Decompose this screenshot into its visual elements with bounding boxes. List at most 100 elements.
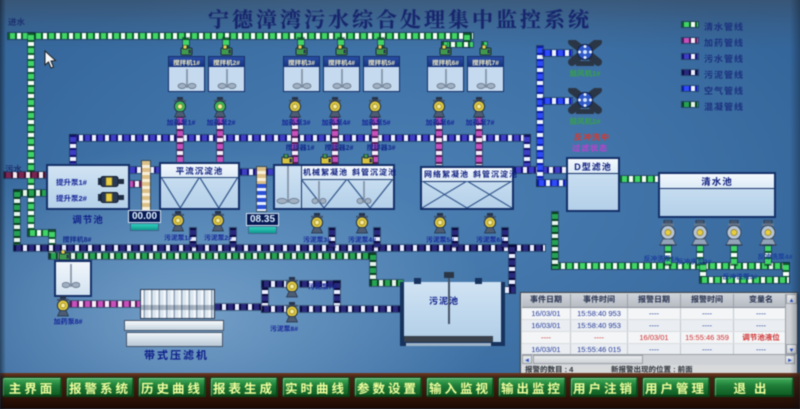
pipe-air bbox=[537, 46, 543, 186]
mixer-box[interactable]: 搅拌机2# bbox=[208, 56, 245, 92]
tank-title: 网络絮凝池斜管沉淀池 bbox=[422, 168, 517, 182]
toolbar-button-7[interactable]: 输入监视 bbox=[426, 377, 494, 397]
mixer-box-label: 搅拌机7# bbox=[468, 57, 503, 67]
backwash-pump[interactable] bbox=[658, 220, 678, 246]
sludge-pump[interactable] bbox=[170, 211, 186, 232]
blower-fan-icon[interactable] bbox=[568, 40, 602, 69]
toolbar-button-5[interactable]: 实时曲线 bbox=[282, 377, 350, 397]
backwash-pump-label: 反冲洗泵3# bbox=[722, 271, 758, 281]
alarm-col-header[interactable]: 报警时间 bbox=[681, 294, 734, 307]
blower-fan-icon[interactable] bbox=[568, 88, 602, 117]
dosing-pump-icon[interactable] bbox=[327, 97, 343, 118]
mixer-box[interactable]: 搅拌机3# bbox=[283, 56, 320, 92]
dosing-pump-icon[interactable] bbox=[367, 97, 383, 118]
pipe-clear bbox=[731, 244, 737, 265]
tank-horizontal-sedimentation: 平流沉淀池 bbox=[159, 162, 240, 210]
alarm-vscrollbar[interactable]: ▲▼ bbox=[785, 294, 797, 354]
agitator-motor-icon bbox=[361, 154, 374, 165]
pipe-coag bbox=[49, 253, 375, 259]
tank-mixer-icon bbox=[356, 181, 372, 206]
legend-swatch-sew bbox=[682, 54, 698, 59]
alarm-cell: ---- bbox=[571, 332, 628, 343]
sludge-pump-label: 污泥泵1# bbox=[164, 232, 192, 242]
filter-status-text: 反冲洗中 bbox=[574, 132, 610, 143]
mixer-box[interactable]: 搅拌机5# bbox=[363, 56, 400, 92]
backwash-pump[interactable] bbox=[690, 220, 710, 246]
toolbar-button-1[interactable]: 主界面 bbox=[2, 377, 62, 397]
toolbar-button-6[interactable]: 参数设置 bbox=[354, 377, 422, 397]
alarm-cell: 16/03/01 bbox=[522, 308, 571, 319]
dosing-pump-label: 加药泵1# bbox=[166, 118, 196, 128]
tank-d-filter: D型滤池 bbox=[566, 157, 620, 212]
legend-swatch-dos bbox=[682, 38, 698, 43]
pipe-clear bbox=[8, 33, 473, 39]
dosing-pump-icon[interactable] bbox=[212, 97, 228, 118]
mixer-blade-icon bbox=[371, 69, 393, 91]
scroll-down-icon[interactable]: ▼ bbox=[786, 344, 797, 354]
mixer-box[interactable]: 搅拌机1# bbox=[168, 56, 205, 92]
lift-pump-icon[interactable] bbox=[98, 175, 124, 188]
dosing-pump-icon[interactable] bbox=[471, 97, 487, 118]
tank-dosing bbox=[54, 260, 92, 297]
mixer-box[interactable]: 搅拌机7# bbox=[467, 56, 504, 92]
scroll-up-icon[interactable]: ▲ bbox=[786, 294, 797, 304]
sludge-pump[interactable] bbox=[432, 213, 448, 234]
sludge-pump[interactable] bbox=[354, 213, 370, 234]
sludge-pump-label: 污泥泵4# bbox=[348, 234, 376, 244]
toolbar-button-10[interactable]: 用户管理 bbox=[642, 377, 710, 397]
pipe-coag bbox=[14, 190, 20, 250]
alarm-cell: 调节池液位 bbox=[734, 332, 785, 343]
backwash-pump[interactable] bbox=[724, 220, 744, 246]
pipe-slu bbox=[213, 304, 265, 310]
sludge-pump-label: 污泥泵5# bbox=[426, 234, 454, 244]
sludge-pump-label: 污泥泵7# bbox=[308, 281, 336, 291]
hscroll-thumb[interactable] bbox=[533, 355, 643, 364]
mixer-blade-icon bbox=[291, 69, 313, 91]
mixer-blade-icon bbox=[435, 69, 457, 91]
mixer-box-label: 搅拌机6# bbox=[428, 57, 463, 67]
legend-label: 污泥管线 bbox=[704, 68, 745, 81]
dosing-pump-icon[interactable] bbox=[172, 97, 188, 118]
mixer-box[interactable]: 搅拌机4# bbox=[323, 56, 360, 92]
backwash-pump[interactable] bbox=[758, 220, 778, 246]
backwash-pump-label: 反冲洗泵4# bbox=[757, 251, 793, 261]
toolbar-button-4[interactable]: 报表生成 bbox=[210, 377, 278, 397]
mixer-motor-icon bbox=[375, 45, 388, 56]
alarm-col-header[interactable]: 报警日期 bbox=[628, 294, 681, 307]
toolbar-button-11[interactable]: 退出 bbox=[714, 377, 794, 397]
sludge-pump[interactable] bbox=[309, 213, 325, 234]
sludge-pump[interactable] bbox=[210, 211, 226, 232]
toolbar-button-3[interactable]: 历史曲线 bbox=[138, 377, 206, 397]
lift-pump-icon[interactable] bbox=[98, 191, 124, 204]
dosing-feed-pump-icon[interactable] bbox=[55, 296, 71, 317]
sludge-pump[interactable] bbox=[284, 277, 300, 298]
agitator-label: 搅拌器2# bbox=[324, 143, 354, 153]
dosing-pump-icon[interactable] bbox=[431, 97, 447, 118]
mixer-motor-icon bbox=[295, 45, 308, 56]
mixer-box[interactable]: 搅拌机6# bbox=[427, 56, 464, 92]
pipe-slu bbox=[262, 306, 286, 312]
mouse-cursor bbox=[44, 50, 57, 69]
sludge-pump[interactable] bbox=[284, 302, 300, 323]
display-unit-strip bbox=[131, 224, 158, 230]
toolbar-button-8[interactable]: 输出监控 bbox=[498, 377, 566, 397]
alarm-col-header[interactable]: 事件日期 bbox=[522, 294, 571, 307]
dosing-pump-label: 加药泵6# bbox=[425, 118, 455, 128]
pipe-sew bbox=[70, 135, 530, 141]
sludge-pump[interactable] bbox=[482, 213, 498, 234]
alarm-col-header[interactable]: 事件时间 bbox=[571, 294, 628, 307]
page-title: 宁德漳湾污水综合处理集中监控系统 bbox=[208, 4, 592, 34]
toolbar-button-2[interactable]: 报警系统 bbox=[66, 377, 134, 397]
toolbar-button-9[interactable]: 用户注销 bbox=[570, 377, 638, 397]
scroll-left-icon[interactable]: ◄ bbox=[522, 355, 532, 364]
scroll-right-icon[interactable]: ► bbox=[785, 355, 795, 364]
alarm-col-header[interactable]: 变量名 bbox=[734, 294, 785, 307]
mixer-motor-icon bbox=[180, 45, 193, 56]
dosing-pump-icon[interactable] bbox=[287, 97, 303, 118]
